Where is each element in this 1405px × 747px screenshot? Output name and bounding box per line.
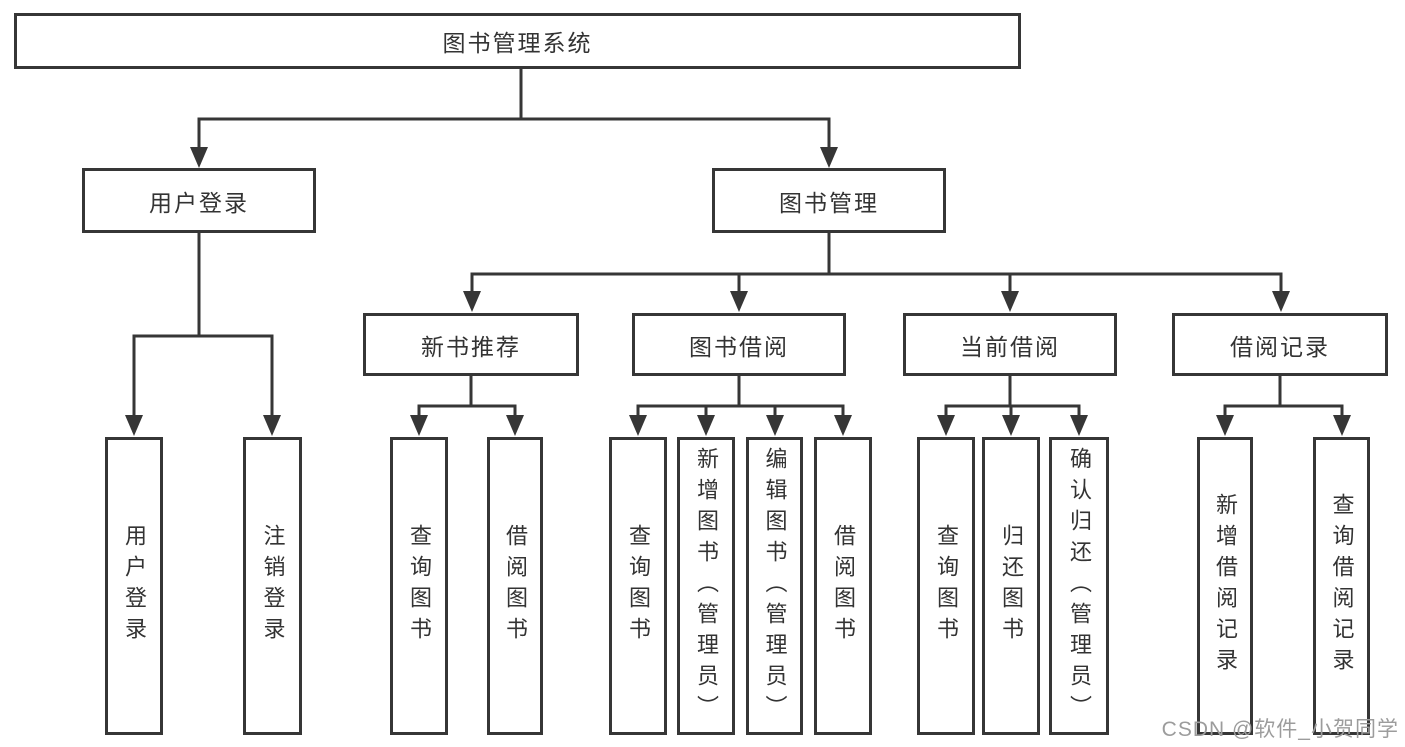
node-book-management: 图书管理 xyxy=(712,168,946,233)
leaf-borrow-books-recommend: 借阅图书 xyxy=(487,437,543,735)
node-new-book-recommend: 新书推荐 xyxy=(363,313,579,376)
arrowhead xyxy=(506,415,524,436)
node-root-system: 图书管理系统 xyxy=(14,13,1021,69)
leaf-confirm-return-admin: 确认归还（管理员） xyxy=(1049,437,1109,735)
leaf-borrow-books: 借阅图书 xyxy=(814,437,872,735)
connector-root-to-level2 xyxy=(190,68,838,168)
connector-newbooks-to-children xyxy=(410,376,524,436)
arrowhead xyxy=(1070,415,1088,436)
arrowhead xyxy=(1001,291,1019,312)
arrowhead xyxy=(766,415,784,436)
arrowhead xyxy=(125,415,143,436)
arrowhead xyxy=(697,415,715,436)
leaf-query-books-recommend: 查询图书 xyxy=(390,437,448,735)
arrowhead xyxy=(629,415,647,436)
arrowhead xyxy=(190,147,208,168)
connector-borrowing-to-children xyxy=(629,376,852,436)
connector-current-to-children xyxy=(937,376,1088,436)
arrowhead xyxy=(834,415,852,436)
leaf-query-borrow-record: 查询借阅记录 xyxy=(1313,437,1370,735)
connector-login-to-children xyxy=(125,233,281,436)
arrowhead xyxy=(937,415,955,436)
arrowhead xyxy=(820,147,838,168)
node-user-login: 用户登录 xyxy=(82,168,316,233)
connector-records-to-children xyxy=(1216,376,1351,436)
node-book-borrowing: 图书借阅 xyxy=(632,313,846,376)
leaf-user-login: 用户登录 xyxy=(105,437,163,735)
node-borrow-records: 借阅记录 xyxy=(1172,313,1388,376)
arrowhead xyxy=(263,415,281,436)
arrowhead xyxy=(1272,291,1290,312)
leaf-add-borrow-record: 新增借阅记录 xyxy=(1197,437,1253,735)
leaf-query-books-borrowing: 查询图书 xyxy=(609,437,667,735)
leaf-logout: 注销登录 xyxy=(243,437,302,735)
arrowhead xyxy=(410,415,428,436)
arrowhead xyxy=(1002,415,1020,436)
watermark: CSDN @软件_小贺同学 xyxy=(1161,718,1399,741)
arrowhead xyxy=(730,291,748,312)
leaf-add-books-admin: 新增图书（管理员） xyxy=(677,437,735,735)
arrowhead xyxy=(463,291,481,312)
leaf-query-books-current: 查询图书 xyxy=(917,437,975,735)
leaf-edit-books-admin: 编辑图书（管理员） xyxy=(746,437,803,735)
connector-management-to-groups xyxy=(463,233,1290,312)
node-current-borrowing: 当前借阅 xyxy=(903,313,1117,376)
arrowhead xyxy=(1333,415,1351,436)
leaf-return-books: 归还图书 xyxy=(982,437,1040,735)
arrowhead xyxy=(1216,415,1234,436)
